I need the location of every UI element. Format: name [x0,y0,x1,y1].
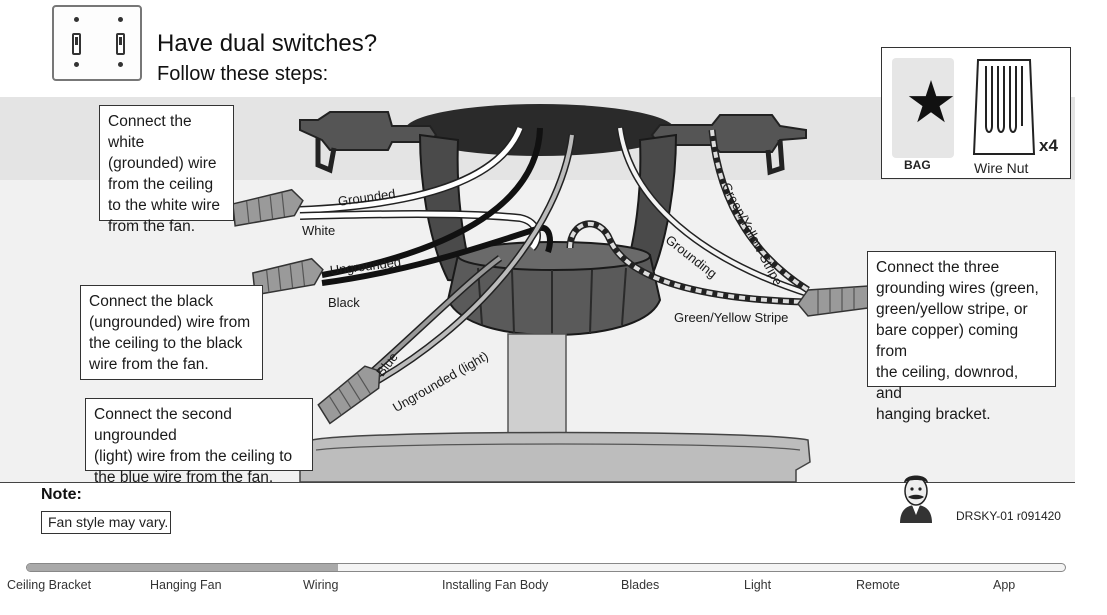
callout-line: Connect the second ungrounded [94,406,232,444]
right-bracket-leg [765,139,785,176]
callout-line: to the white wire [108,197,220,214]
callout-line: from the ceiling [108,176,214,193]
wire-label-black: Black [328,295,360,310]
switch-screw-icon [74,17,79,22]
left-toggle-icon [72,33,81,55]
mascot-avatar-icon [900,475,932,523]
switch-screw-icon [118,17,123,22]
step-light[interactable]: Light [744,578,772,592]
step-app[interactable]: App [993,578,1016,592]
installation-progress-bar [26,563,1066,572]
bag-label: BAG [904,158,931,172]
ceiling-black-wire [321,127,543,278]
callout-line: grounding wires (green, [876,280,1039,297]
fan-black-wire [321,224,553,286]
callout-white-wire: Connect the white (grounded) wire from t… [99,105,234,235]
callout-line: (light) wire from the ceiling to [94,448,293,465]
wire-nut-light [317,365,381,425]
wire-nut-label: Wire Nut [974,160,1029,176]
wire-nut-quantity: x4 [1039,136,1058,155]
callout-line: Connect the black [89,293,214,310]
callout-line: bare copper) coming from [876,322,1019,360]
wire-label-green-yellow-stripe: Green/Yellow Stripe [674,310,789,325]
document-code: DRSKY-01 r091420 [956,509,1061,523]
callout-line: hanging bracket. [876,406,991,423]
progress-fill [27,564,339,571]
dual-switch-plate [52,5,142,81]
callout-black-wire: Connect the black (ungrounded) wire from… [80,285,263,380]
callout-line: from the fan. [108,218,196,235]
wire-label-white: White [302,223,336,238]
page-title: Have dual switches? [157,30,378,57]
bracket-ground-wire [708,129,810,293]
step-hanging-fan[interactable]: Hanging Fan [150,578,222,592]
switch-screw-icon [118,62,123,67]
page-subtitle: Follow these steps: [157,63,329,85]
switch-screw-icon [74,62,79,67]
step-remote[interactable]: Remote [856,578,900,592]
callout-line: (grounded) wire [108,155,217,172]
callout-line: the ceiling to the black [89,335,243,352]
right-toggle-icon [116,33,125,55]
wire-nut-icon [972,59,1036,155]
callout-line: the blue wire from the fan. [94,469,274,486]
star-icon: ★ [905,70,957,135]
callout-line: wire from the fan. [89,356,209,373]
callout-grounding-wires: Connect the three grounding wires (green… [867,251,1056,423]
callout-light-wire: Connect the second ungrounded (light) wi… [85,398,313,486]
hardware-bag: ★ [892,58,957,158]
step-ceiling-bracket[interactable]: Ceiling Bracket [7,578,92,592]
step-installing-fan-body[interactable]: Installing Fan Body [442,578,549,592]
note-heading: Note: [41,486,82,503]
callout-line: Connect the white [108,113,192,151]
callout-line: (ungrounded) wire from [89,314,251,331]
step-blades[interactable]: Blades [621,578,660,592]
wire-nut-ground [797,285,869,317]
left-bracket-leg [315,138,337,174]
callout-line: green/yellow stripe, or [876,301,1028,318]
callout-line: Connect the three [876,259,1000,276]
wire-nut-white [232,188,304,227]
note-text: Fan style may vary. [41,511,171,534]
downrod [507,333,567,445]
hardware-box: ★ BAG Wire Nut x4 [881,47,1071,179]
step-wiring[interactable]: Wiring [303,578,339,592]
callout-line: the ceiling, downrod, and [876,364,1019,402]
fan-body [299,431,811,483]
